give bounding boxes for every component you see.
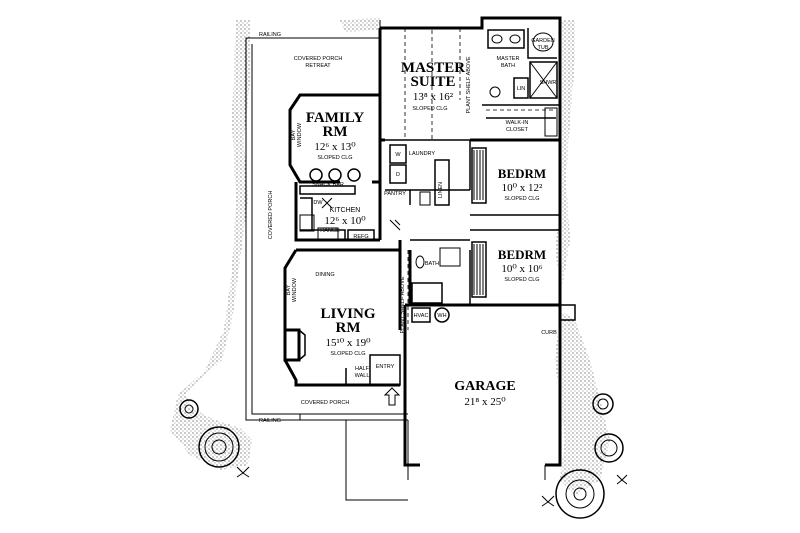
living-rm-dim: 15¹⁰ x 19⁰ xyxy=(325,337,371,349)
shrubs xyxy=(179,393,628,519)
porch-front: COVERED PORCH xyxy=(301,400,350,406)
bedrm2-dim: 10⁰ x 10⁶ xyxy=(501,263,542,275)
washer: W xyxy=(395,152,401,158)
interior-details xyxy=(299,28,576,501)
garden-tub-2: TUB xyxy=(538,45,549,51)
bay-window-2b: WINDOW xyxy=(292,277,298,302)
master-suite-title-2: SUITE xyxy=(410,74,455,90)
linen: LINEN xyxy=(438,182,444,198)
railing-bottom: RAILING xyxy=(259,418,281,424)
porch-retreat-1: COVERED PORCH xyxy=(294,56,343,62)
house-walls xyxy=(283,16,562,467)
half-wall-2: WALL xyxy=(355,373,370,379)
living-rm-note: SLOPED CLG xyxy=(330,351,365,357)
pantry: PANTRY xyxy=(384,191,406,197)
dishwasher: DW xyxy=(313,200,323,206)
bedrm1-title: BEDRM xyxy=(498,166,546,181)
walk-in-closet-1: WALK-IN xyxy=(506,120,529,126)
master-suite-dim: 13⁸ x 16² xyxy=(413,91,454,103)
kitchen-dim: 12⁶ x 10⁰ xyxy=(324,215,366,227)
bay-window-1b: WINDOW xyxy=(297,122,303,147)
porch-retreat-2: RETREAT xyxy=(305,63,331,69)
curb: CURB xyxy=(541,330,557,336)
master-bath-2: BATH xyxy=(501,63,515,69)
garage-title: GARAGE xyxy=(454,379,515,394)
walk-in-closet-2: CLOSET xyxy=(506,127,529,133)
family-rm-title-1: FAMILY xyxy=(306,110,365,126)
snack-bar: SNACK BAR xyxy=(312,182,344,188)
room-labels: MASTER SUITE 13⁸ x 16² SLOPED CLG FAMILY… xyxy=(306,60,546,408)
range: RANGE xyxy=(320,228,340,234)
living-rm-title-2: RM xyxy=(336,320,361,336)
annotation-labels: RAILING RAILING COVERED PORCH RETREAT CO… xyxy=(259,32,557,424)
living-rm-title-1: LIVING xyxy=(320,306,375,322)
bedrm2-title: BEDRM xyxy=(498,247,546,262)
porch-side: COVERED PORCH xyxy=(268,191,274,240)
bath: BATH xyxy=(425,261,439,267)
master-suite-title-1: MASTER xyxy=(401,60,465,76)
family-rm-dim: 12⁶ x 13⁰ xyxy=(314,141,356,153)
kitchen-title: KITCHEN xyxy=(330,207,361,214)
bedrm2-note: SLOPED CLG xyxy=(504,277,539,283)
railing-top: RAILING xyxy=(259,32,281,38)
family-rm-note: SLOPED CLG xyxy=(317,155,352,161)
water-heater: WH xyxy=(437,313,446,319)
hvac: HVAC xyxy=(414,313,429,319)
laundry: LAUNDRY xyxy=(409,151,436,157)
bay-window-1a: BAY xyxy=(291,129,297,140)
bedrm1-note: SLOPED CLG xyxy=(504,196,539,202)
garden-tub-1: GARDEN xyxy=(531,38,555,44)
lin: LIN xyxy=(517,86,526,92)
bedrm1-dim: 10⁰ x 12² xyxy=(502,182,543,194)
garage-dim: 21⁸ x 25⁰ xyxy=(464,396,506,408)
plant-shelf-2: PLANT SHELF ABOVE xyxy=(400,276,406,333)
entry: ENTRY xyxy=(376,364,395,370)
bay-window-2a: BAY xyxy=(286,284,292,295)
half-wall-1: HALF xyxy=(355,366,370,372)
shower: SHWR xyxy=(540,80,557,86)
dryer: D xyxy=(396,172,400,178)
refrigerator: REFG xyxy=(353,234,368,240)
family-rm-title-2: RM xyxy=(323,124,348,140)
master-suite-note: SLOPED CLG xyxy=(412,106,447,112)
master-bath-1: MASTER xyxy=(497,56,520,62)
plant-shelf-1: PLANT SHELF ABOVE xyxy=(466,56,472,113)
dining: DINING xyxy=(315,272,334,278)
